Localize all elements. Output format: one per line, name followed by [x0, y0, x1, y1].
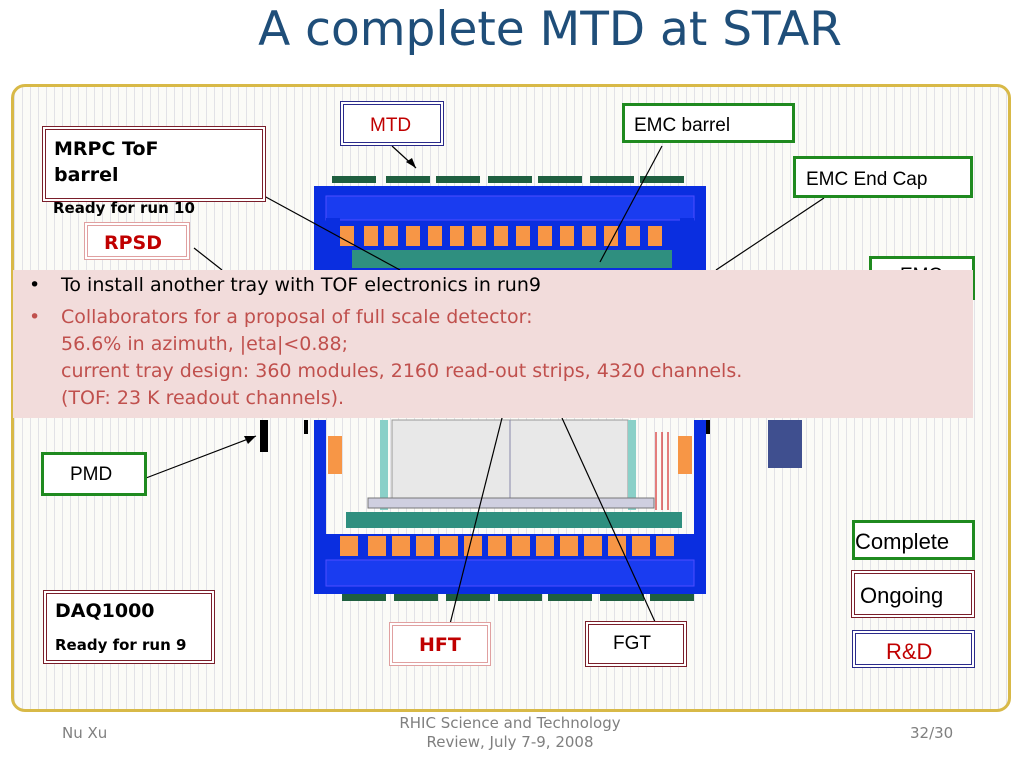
footer-page-number: 32/30	[910, 724, 954, 742]
rpsd-label-box: RPSD	[84, 222, 190, 260]
bullet-marker: •	[29, 274, 41, 296]
magnet-left-side	[314, 420, 326, 534]
rpsd-label: RPSD	[104, 232, 163, 254]
mtd-label: MTD	[370, 115, 412, 136]
tof-tray-bottom	[346, 512, 682, 528]
endcap-block	[768, 420, 802, 468]
emc-barrel-bottom-modules	[340, 536, 674, 556]
hft-label-box: HFT	[389, 622, 491, 666]
pmd-bar	[260, 420, 268, 452]
emc-barrel-label: EMC barrel	[634, 115, 731, 136]
pmd-label: PMD	[70, 464, 113, 485]
mtd-trays-top	[332, 176, 684, 183]
daq1000-label: DAQ1000	[55, 600, 155, 622]
footer-event: RHIC Science and Technology Review, July…	[360, 714, 660, 752]
slide-title: A complete MTD at STAR	[258, 2, 842, 57]
magnet-right-side	[694, 420, 706, 534]
legend-ongoing: Ongoing	[851, 570, 975, 618]
bullet-item-2-line2: 56.6% in azimuth, |eta|<0.88;	[61, 333, 348, 355]
footer-event-line1: RHIC Science and Technology	[399, 714, 621, 732]
mrpc-tof-label-line2: barrel	[54, 164, 119, 186]
mrpc-tof-label-line1: MRPC ToF	[54, 138, 159, 160]
bullet-marker: •	[29, 306, 41, 328]
daq1000-label-box: DAQ1000 Ready for run 9	[43, 590, 215, 664]
footer-event-line2: Review, July 7-9, 2008	[426, 733, 594, 751]
emc-barrel-top-modules	[340, 226, 662, 246]
hft-label: HFT	[419, 634, 461, 656]
legend-ongoing-label: Ongoing	[860, 583, 944, 608]
legend-complete-label: Complete	[855, 529, 950, 554]
tof-tray-top	[352, 250, 672, 268]
bullet-item-2: • Collaborators for a proposal of full s…	[23, 304, 963, 412]
pointer-lines	[145, 145, 825, 625]
emc-endcap-label: EMC End Cap	[806, 169, 928, 190]
mrpc-tof-label-box: MRPC ToF barrel	[42, 126, 266, 202]
legend-complete: Complete	[852, 520, 975, 560]
bullet-item-2-line1: Collaborators for a proposal of full sca…	[61, 306, 533, 328]
pmd-label-box: PMD	[41, 452, 147, 496]
bullet-item-2-line3: current tray design: 360 modules, 2160 r…	[61, 360, 743, 382]
bullet-item-1-text: To install another tray with TOF electro…	[61, 274, 541, 296]
legend-rnd: R&D	[852, 630, 975, 668]
bullet-item-1: • To install another tray with TOF elect…	[23, 272, 963, 299]
footer-author: Nu Xu	[62, 724, 108, 742]
mrpc-tof-status: Ready for run 10	[53, 199, 195, 217]
bullet-item-2-line4: (TOF: 23 K readout channels).	[61, 387, 345, 409]
emc-barrel-label-box: EMC barrel	[622, 103, 795, 143]
fgt-label-box: FGT	[585, 621, 687, 667]
fgt-label: FGT	[613, 633, 651, 654]
emc-endcap-label-box: EMC End Cap	[793, 156, 973, 198]
legend-rnd-label: R&D	[886, 639, 933, 664]
bullet-panel: • To install another tray with TOF elect…	[13, 270, 973, 418]
mtd-label-box: MTD	[340, 101, 444, 146]
mtd-trays-bottom	[342, 594, 694, 601]
daq1000-status: Ready for run 9	[55, 636, 187, 654]
